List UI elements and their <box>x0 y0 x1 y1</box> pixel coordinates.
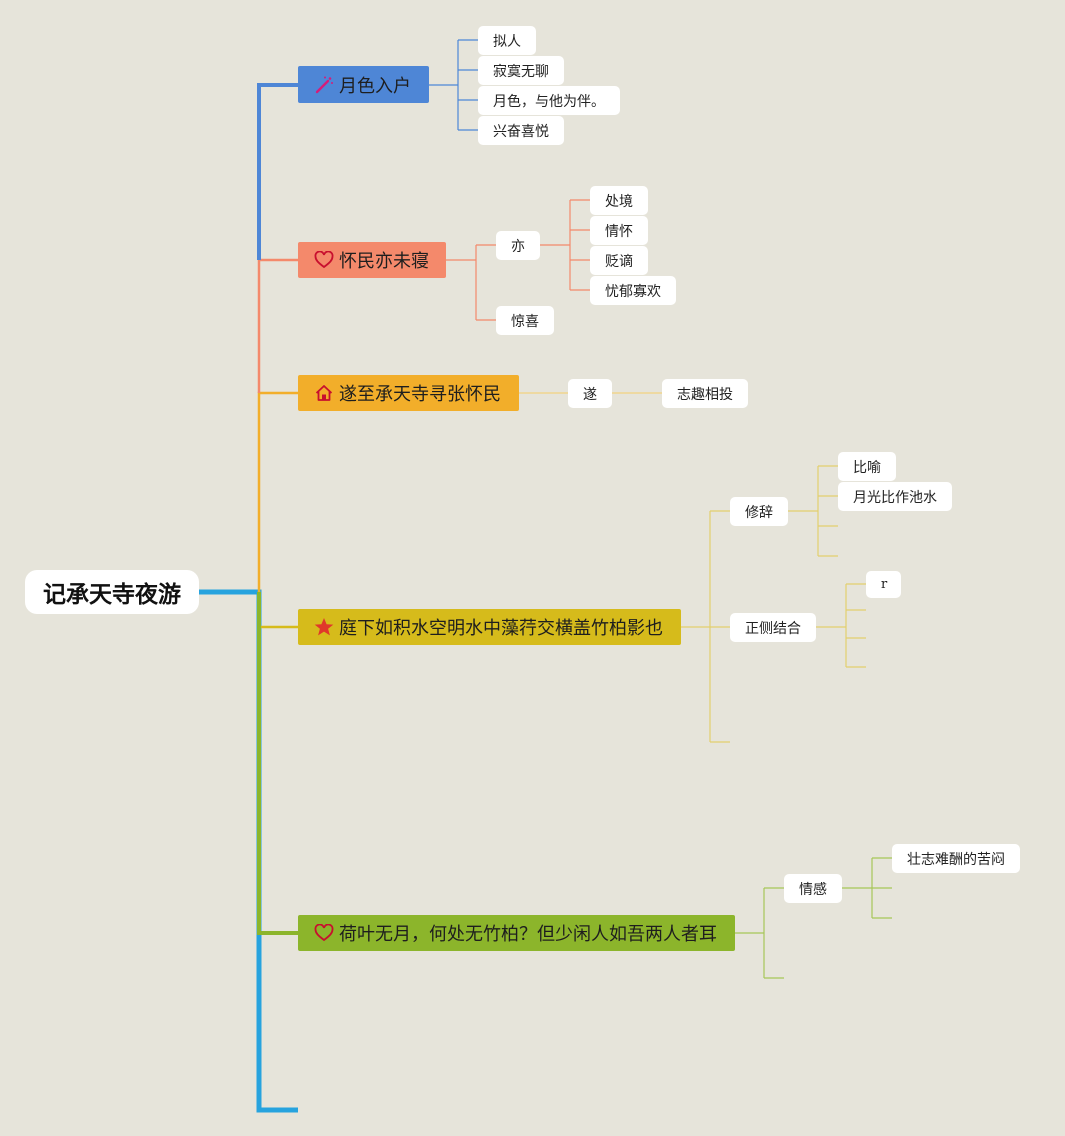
leaf-node[interactable]: 惊喜 <box>496 306 554 335</box>
leaf-node[interactable]: 拟人 <box>478 26 536 55</box>
leaf-label: 壮志难酬的苦闷 <box>907 851 1005 868</box>
leaf-node[interactable]: 正侧结合 <box>730 613 816 642</box>
leaf-label: 月光比作池水 <box>853 489 937 506</box>
leaf-node[interactable]: 比喻 <box>838 452 896 481</box>
leaf-label: 正侧结合 <box>745 620 801 637</box>
leaf-node[interactable]: 修辞 <box>730 497 788 526</box>
branch-node-huaimin[interactable]: 怀民亦未寝 <box>298 242 446 278</box>
leaf-label: 忧郁寡欢 <box>605 283 661 300</box>
leaf-label: 拟人 <box>493 33 521 50</box>
branch-label: 遂至承天寺寻张怀民 <box>339 384 501 405</box>
leaf-node[interactable]: 忧郁寡欢 <box>590 276 676 305</box>
branch-label: 庭下如积水空明水中藻荇交横盖竹柏影也 <box>339 618 663 639</box>
leaf-node[interactable]: 寂寞无聊 <box>478 56 564 85</box>
leaf-label: 情感 <box>799 881 827 898</box>
leaf-node[interactable]: 遂 <box>568 379 612 408</box>
leaf-label: 月色，与他为伴。 <box>493 93 605 110</box>
leaf-node[interactable]: r <box>866 571 901 598</box>
root-label: 记承天寺夜游 <box>43 582 181 608</box>
leaf-node[interactable]: 月光比作池水 <box>838 482 952 511</box>
leaf-label: r <box>881 577 888 592</box>
home-icon <box>313 382 335 404</box>
leaf-label: 修辞 <box>745 504 773 521</box>
branch-node-lotus[interactable]: 荷叶无月，何处无竹柏？但少闲人如吾两人者耳 <box>298 915 735 951</box>
heart-icon <box>313 922 335 944</box>
leaf-node[interactable]: 情怀 <box>590 216 648 245</box>
leaf-label: 惊喜 <box>511 313 539 330</box>
connector-line <box>199 589 298 1113</box>
leaf-node[interactable]: 情感 <box>784 874 842 903</box>
connector-line <box>257 592 298 629</box>
branch-label: 月色入户 <box>339 75 411 97</box>
leaf-node[interactable]: 处境 <box>590 186 648 215</box>
leaf-label: 比喻 <box>853 459 881 476</box>
connector-line <box>257 83 298 260</box>
branch-node-courtyard[interactable]: 庭下如积水空明水中藻荇交横盖竹柏影也 <box>298 609 681 645</box>
leaf-label: 情怀 <box>605 223 633 240</box>
branch-label: 荷叶无月，何处无竹柏？但少闲人如吾两人者耳 <box>339 924 717 945</box>
root-node[interactable]: 记承天寺夜游 <box>25 570 199 614</box>
leaf-label: 处境 <box>605 193 633 210</box>
leaf-node[interactable]: 贬谪 <box>590 246 648 275</box>
heart-icon <box>313 249 335 271</box>
branch-node-moonlight[interactable]: 月色入户 <box>298 66 429 103</box>
connector-line <box>257 258 298 393</box>
leaf-node[interactable]: 月色，与他为伴。 <box>478 86 620 115</box>
leaf-label: 亦 <box>511 238 525 255</box>
connector-line <box>257 391 298 592</box>
leaf-label: 志趣相投 <box>677 386 733 403</box>
star-icon <box>313 616 335 638</box>
leaf-node[interactable]: 兴奋喜悦 <box>478 116 564 145</box>
branch-label: 怀民亦未寝 <box>339 251 429 272</box>
leaf-node[interactable]: 志趣相投 <box>662 379 748 408</box>
leaf-label: 贬谪 <box>605 253 633 270</box>
leaf-label: 遂 <box>583 386 597 403</box>
magic-wand-icon <box>313 74 335 96</box>
leaf-node[interactable]: 壮志难酬的苦闷 <box>892 844 1020 873</box>
leaf-label: 寂寞无聊 <box>493 63 549 80</box>
branch-node-temple[interactable]: 遂至承天寺寻张怀民 <box>298 375 519 411</box>
leaf-node[interactable]: 亦 <box>496 231 540 260</box>
leaf-label: 兴奋喜悦 <box>493 123 549 140</box>
connector-line <box>257 592 298 935</box>
